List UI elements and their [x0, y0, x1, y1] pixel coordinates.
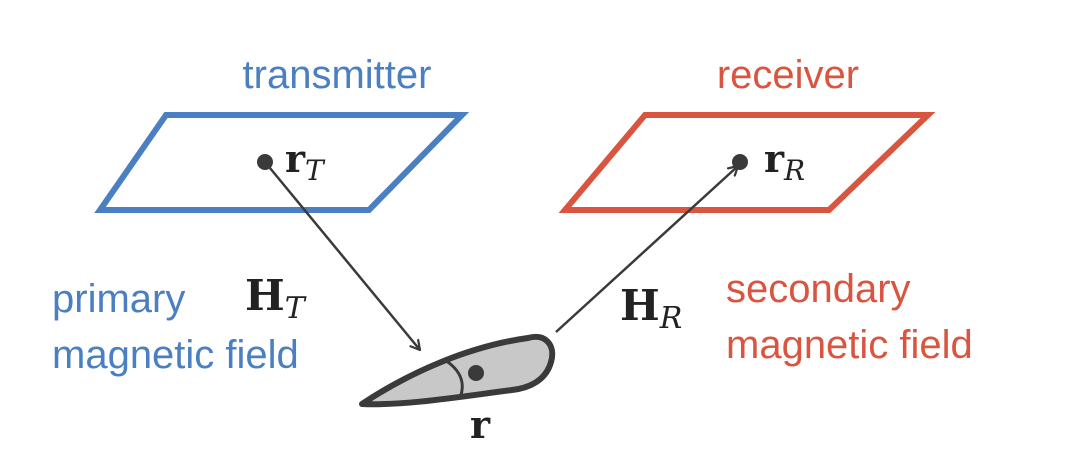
secondary-field-label: HR [620, 281, 682, 336]
receiver-loop [558, 112, 936, 213]
primary-field-subscript: T [285, 291, 307, 326]
secondary-field-subscript: R [659, 301, 683, 336]
secondary-field-symbol: H [620, 281, 660, 330]
transmitter-loop [94, 112, 470, 213]
receiver-position-subscript: R [783, 154, 805, 187]
receiver-position-symbol: r [764, 136, 785, 181]
transmitter-position-label: rT [285, 136, 326, 187]
object-position-point [468, 365, 484, 381]
primary-field-caption-line1: primary [52, 277, 185, 321]
object-position-label: r [470, 402, 491, 447]
receiver-position-label: rR [764, 136, 805, 187]
primary-field-arrow [264, 161, 420, 350]
primary-field-label: HT [245, 271, 307, 326]
receiver-title: receiver [717, 53, 859, 97]
transmitter-position-subscript: T [305, 154, 326, 187]
primary-field-caption-line2: magnetic field [52, 333, 299, 377]
transmitter-position-symbol: r [285, 136, 306, 181]
secondary-field-caption-line2: magnetic field [726, 323, 973, 367]
secondary-field-arrow [555, 166, 738, 333]
object-seam [444, 358, 464, 399]
primary-field-symbol: H [245, 271, 285, 320]
secondary-field-caption-line1: secondary [726, 267, 911, 311]
conductive-object [359, 333, 556, 408]
transmitter-title: transmitter [243, 53, 432, 97]
